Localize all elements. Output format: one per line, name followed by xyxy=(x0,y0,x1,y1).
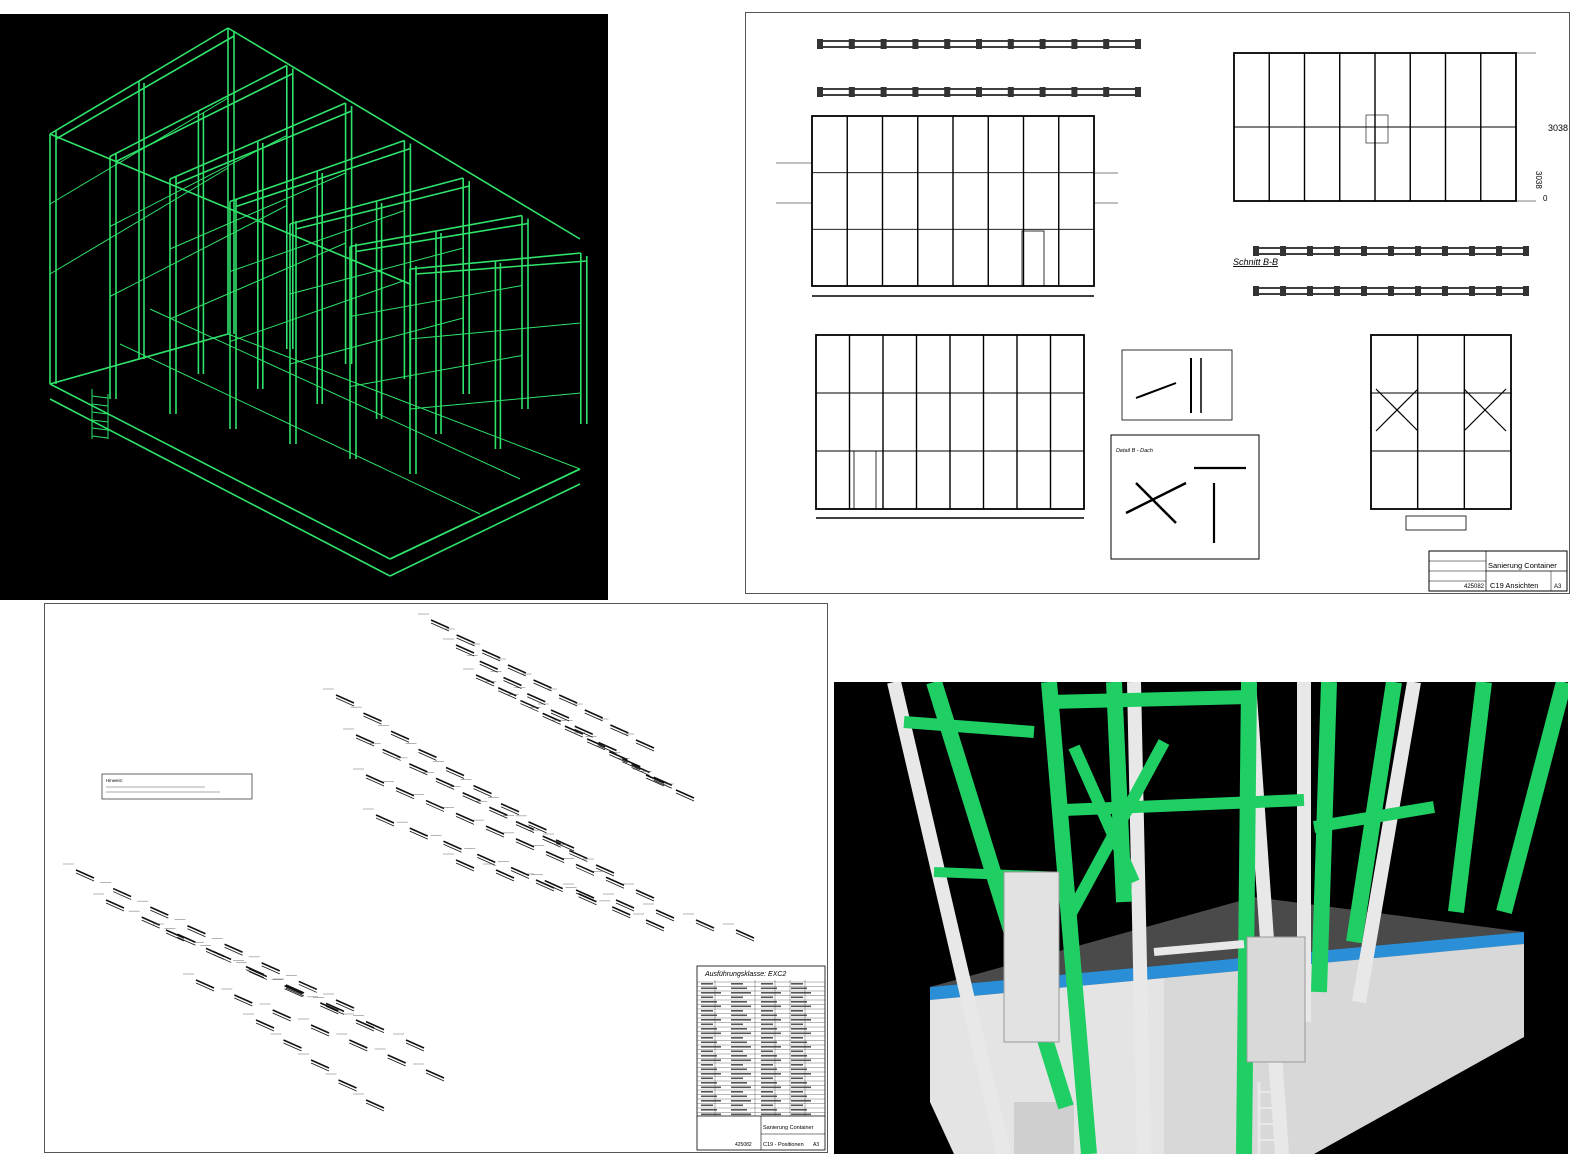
white-beam-1 xyxy=(1153,940,1245,956)
member-group-4 xyxy=(323,688,575,852)
dim-zero: 0 xyxy=(1543,194,1548,203)
green-beam-4 xyxy=(1313,801,1435,833)
member-group-6 xyxy=(353,768,655,902)
parts-title: Sanierung Container xyxy=(763,1125,814,1131)
render-door-2 xyxy=(1246,936,1306,1063)
wire-frame-7 xyxy=(409,252,588,474)
drawing-frames xyxy=(776,39,1536,543)
render-members xyxy=(887,682,1568,1154)
elevation-side-2 xyxy=(815,334,1085,519)
render-3d-view xyxy=(834,682,1568,1154)
render-3d-icon xyxy=(887,682,1568,1154)
green-brace-1 xyxy=(1068,744,1140,885)
drawing-title-block: Sanierung Container 425082 C19 Ansichten… xyxy=(1428,550,1568,592)
parts-subtitle: C19 - Positionen xyxy=(763,1142,804,1148)
plan-top-view xyxy=(1233,52,1536,202)
member-group-8 xyxy=(443,853,755,942)
wire-longitudinals xyxy=(49,27,581,577)
drawing-subtitle: C19 Ansichten xyxy=(1490,581,1538,590)
note-box xyxy=(101,773,253,800)
green-post-8 xyxy=(1496,682,1568,915)
detail-label: Detail B - Dach xyxy=(1116,448,1153,454)
elevation-end xyxy=(1370,334,1512,531)
note-label: Hinweis: xyxy=(106,778,123,783)
member-group-3 xyxy=(463,668,695,802)
render-door-1 xyxy=(1003,871,1060,1043)
wire-frame-1 xyxy=(49,27,235,384)
section-strip-2 xyxy=(817,87,1141,97)
technical-drawing-sheet: 3038 3038 0 Schnitt B-B Detail B - Dach … xyxy=(745,12,1570,594)
green-post-2 xyxy=(1041,682,1097,1154)
drawing-number: 425082 xyxy=(1464,584,1485,590)
member-group-2 xyxy=(443,638,665,787)
member-group-12 xyxy=(183,973,445,1082)
exec-class: Ausführungsklasse: EXC2 xyxy=(704,971,786,978)
detail-box xyxy=(1110,434,1260,560)
green-post-4 xyxy=(1236,682,1257,1154)
member-group-13 xyxy=(243,1013,385,1112)
wire-frame-6 xyxy=(349,214,529,459)
drawing-sheet-size: A3 xyxy=(1554,584,1562,590)
wire-frame-4 xyxy=(229,139,412,429)
drawing-title: Sanierung Container xyxy=(1488,561,1557,570)
member-group-1 xyxy=(418,613,655,752)
section-strip-4 xyxy=(1253,286,1529,296)
parts-list-table: Ausführungsklasse: EXC2 Sanierung Contai… xyxy=(696,965,826,1151)
positions-drawing-sheet: Hinweis: Ausführungsklasse: EXC2 Sanieru… xyxy=(44,603,828,1153)
elevation-side-1 xyxy=(776,115,1118,297)
member-group-10 xyxy=(93,893,375,1032)
wireframe-3d-view xyxy=(0,14,608,600)
green-post-5 xyxy=(1311,682,1337,993)
green-brace-2 xyxy=(1063,739,1170,920)
white-post-1 xyxy=(887,682,1011,1154)
parts-number: 425082 xyxy=(735,1142,752,1148)
dim-height: 3038 xyxy=(1534,171,1543,189)
section-strip-3 xyxy=(1253,246,1529,256)
green-beam-2 xyxy=(1048,690,1250,709)
dim-width: 3038 xyxy=(1548,123,1568,133)
wireframe-3d-icon xyxy=(49,27,588,577)
detail-small xyxy=(1121,349,1233,421)
member-group-9 xyxy=(63,863,355,1012)
member-group-11 xyxy=(153,923,425,1052)
wire-frame-2 xyxy=(109,64,294,399)
exploded-members xyxy=(63,613,755,1112)
section-strip-1 xyxy=(817,39,1141,49)
white-post-2 xyxy=(1127,682,1151,1154)
parts-sheet-size: A3 xyxy=(813,1142,819,1148)
wire-frame-3 xyxy=(169,102,353,414)
wire-ladder xyxy=(91,389,109,439)
section-label: Schnitt B-B xyxy=(1233,257,1278,267)
green-post-7 xyxy=(1448,682,1492,913)
member-group-5 xyxy=(343,728,615,877)
green-beam-1 xyxy=(903,716,1035,738)
member-group-7 xyxy=(363,808,665,932)
white-post-5 xyxy=(1352,682,1421,1004)
